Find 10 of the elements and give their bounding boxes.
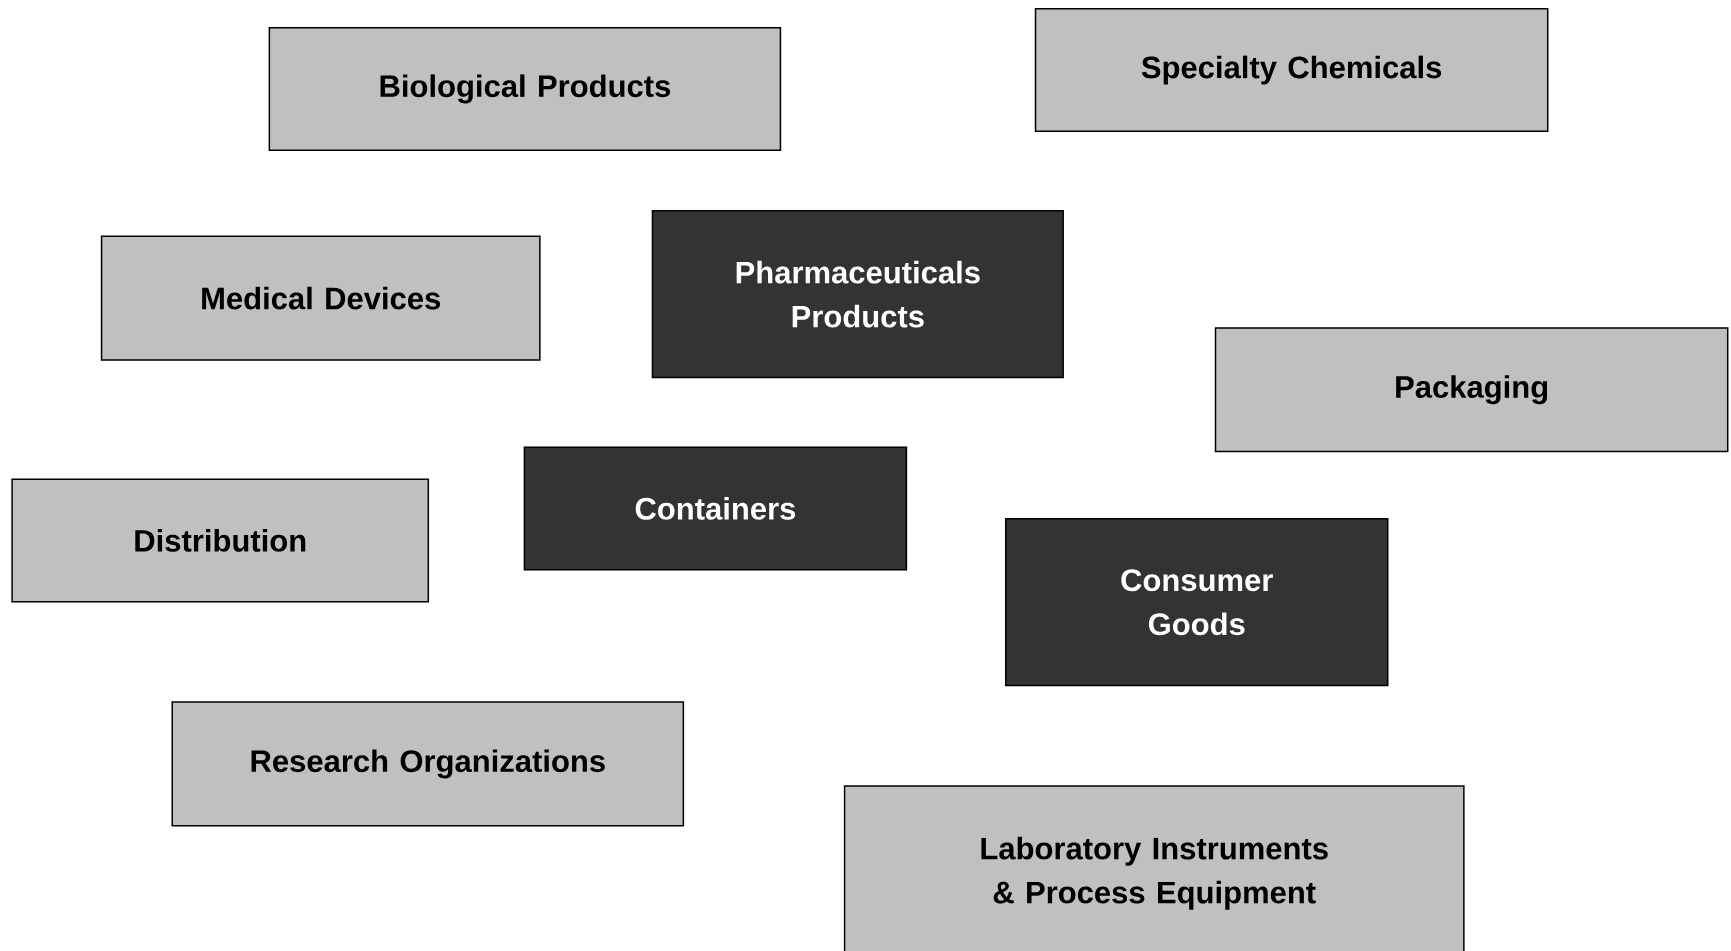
category-box: Research Organizations: [171, 701, 685, 827]
category-box: Distribution: [11, 478, 430, 603]
dark-box: Consumer Goods: [1004, 518, 1389, 687]
category-box: Laboratory Instruments & Process Equipment: [843, 785, 1465, 951]
category-box: Medical Devices: [100, 235, 541, 361]
category-box: Packaging: [1214, 327, 1729, 453]
category-box: Biological Products: [268, 26, 782, 151]
category-box: Specialty Chemicals: [1034, 8, 1549, 133]
dark-box: Containers: [523, 446, 908, 571]
dark-box: Pharmaceuticals Products: [651, 210, 1064, 379]
